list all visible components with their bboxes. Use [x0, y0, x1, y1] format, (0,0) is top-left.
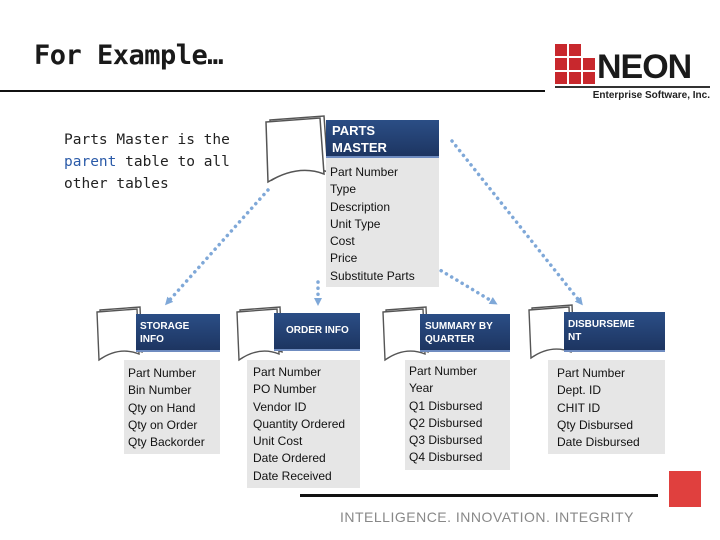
summary-header: SUMMARY BY QUARTER	[420, 314, 510, 352]
field-item: Price	[330, 251, 358, 266]
storage-info-title: STORAGE INFO	[140, 321, 190, 345]
disbursement-panel	[548, 360, 665, 454]
summary-title: SUMMARY BY QUARTER	[425, 321, 493, 345]
order-info-document-icon	[236, 306, 283, 362]
field-item: Q2 Disbursed	[409, 415, 483, 430]
summary-panel	[405, 360, 510, 470]
neon-logo-mark	[555, 44, 595, 84]
note-prefix: Parts Master is the	[64, 132, 230, 148]
disbursement-title: DISBURSEME NT	[568, 319, 635, 343]
title-divider	[0, 90, 545, 92]
disbursement-header: DISBURSEME NT	[564, 312, 665, 352]
footer-tagline: INTELLIGENCE. INNOVATION. INTEGRITY	[340, 509, 634, 525]
order-info-fields: Part Number PO Number Vendor ID Quantity…	[253, 364, 345, 485]
parts-master-header: PARTS MASTER	[326, 120, 439, 158]
summary-fields: Part Number Year Q1 Disbursed Q2 Disburs…	[409, 363, 482, 467]
footer-divider	[300, 494, 658, 497]
field-item: Unit Type	[330, 216, 381, 231]
logo-wordmark: NEON	[597, 48, 692, 86]
disbursement-document-icon	[528, 304, 575, 360]
slide-title: For Example…	[34, 40, 224, 71]
storage-info-header: STORAGE INFO	[136, 314, 220, 352]
arrow-to-disbursement	[450, 139, 583, 306]
parts-master-fields: Part Number Type Description Unit Type C…	[330, 164, 415, 285]
parts-master-document-icon	[265, 115, 329, 184]
field-item: Part Number	[409, 364, 478, 378]
field-item: Quantity Ordered	[253, 416, 346, 431]
parts-master-title: PARTS MASTER	[332, 123, 387, 155]
field-item: Qty on Order	[128, 417, 198, 432]
order-info-header: ORDER INFO	[274, 313, 360, 351]
field-item: Date Ordered	[253, 451, 326, 466]
storage-info-fields: Part Number Bin Number Qty on Hand Qty o…	[128, 365, 205, 451]
field-item: Vendor ID	[253, 399, 307, 414]
field-item: Bin Number	[128, 383, 192, 398]
field-item: Part Number	[253, 365, 322, 379]
storage-info-panel	[124, 360, 220, 454]
order-info-title: ORDER INFO	[286, 325, 349, 336]
storage-info-document-icon	[96, 306, 143, 362]
note-suffix: table to all other tables	[64, 154, 230, 192]
field-item: Cost	[330, 234, 355, 249]
field-item: Date Received	[253, 468, 332, 483]
field-item: PO Number	[253, 382, 317, 397]
order-info-panel	[247, 360, 360, 488]
field-item: Date Disbursed	[557, 435, 640, 450]
field-item: Part Number	[557, 366, 626, 380]
field-item: Qty on Hand	[128, 400, 196, 415]
field-item: Description	[330, 199, 391, 214]
field-item: Unit Cost	[253, 434, 303, 449]
field-item: Qty Backorder	[128, 435, 205, 450]
field-item: Part Number	[330, 165, 399, 179]
note-highlight: parent	[64, 154, 117, 170]
field-item: Substitute Parts	[330, 268, 415, 283]
parent-table-note: Parts Master is the parent table to all …	[64, 129, 234, 195]
neon-logo: NEON Enterprise Software, Inc.	[555, 44, 710, 101]
arrow-to-summary	[413, 253, 498, 305]
field-item: Part Number	[128, 366, 197, 380]
field-item: Q1 Disbursed	[409, 398, 483, 413]
logo-divider	[555, 86, 710, 88]
field-item: Dept. ID	[557, 383, 602, 398]
field-item: Q3 Disbursed	[409, 433, 483, 448]
parts-master-panel	[326, 158, 439, 287]
disbursement-fields: Part Number Dept. ID CHIT ID Qty Disburs…	[557, 365, 640, 451]
field-item: CHIT ID	[557, 400, 601, 415]
field-item: Type	[330, 182, 357, 197]
footer-accent-square	[669, 471, 701, 507]
field-item: Qty Disbursed	[557, 417, 634, 432]
logo-subtitle: Enterprise Software, Inc.	[592, 90, 710, 101]
arrow-to-storage-info	[165, 188, 270, 306]
field-item: Q4 Disbursed	[409, 450, 483, 465]
field-item: Year	[409, 381, 434, 396]
